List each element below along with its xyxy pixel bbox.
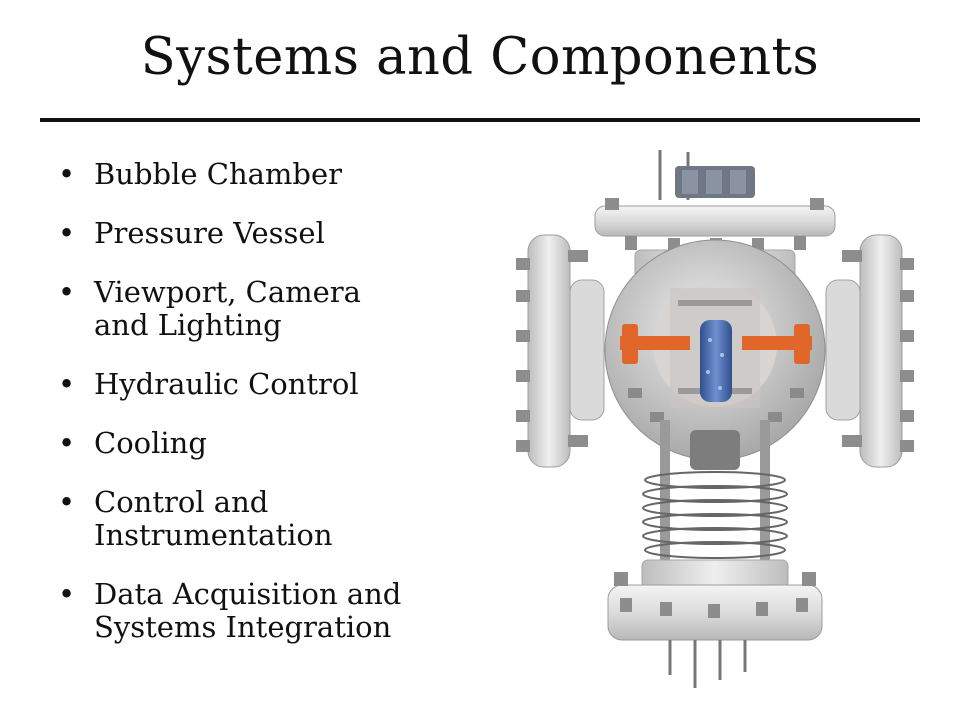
title-divider: [40, 118, 920, 122]
bubble-chamber-jar: [700, 320, 732, 402]
bullet-text: Viewport, Camera: [94, 275, 361, 309]
bullet-item: • Control and Instrumentation: [58, 486, 478, 552]
bullet-item: • Hydraulic Control: [58, 368, 478, 401]
slide-title: Systems and Components: [140, 28, 820, 87]
bullet-icon: •: [58, 367, 76, 401]
bullet-item: • Viewport, Camera and Lighting: [58, 276, 478, 342]
bullet-text-continued: and Lighting: [94, 308, 282, 342]
bullet-icon: •: [58, 157, 76, 191]
bullet-item: • Bubble Chamber: [58, 158, 478, 191]
bullet-item: • Cooling: [58, 427, 478, 460]
bullet-text: Cooling: [94, 426, 207, 460]
bullet-icon: •: [58, 577, 76, 611]
pressure-vessel-illustration: [516, 150, 914, 688]
bullet-text: Bubble Chamber: [94, 157, 343, 191]
bottom-feedthroughs: [668, 640, 747, 688]
bullet-text: Control and: [94, 485, 269, 519]
bottom-flange: [607, 559, 823, 641]
bullet-text: Hydraulic Control: [94, 367, 359, 401]
bullet-list: • Bubble Chamber • Pressure Vessel • Vie…: [58, 158, 478, 670]
left-viewport-flange: [516, 234, 605, 468]
sphere-bolts: [628, 388, 804, 422]
bullet-text: Data Acquisition and: [94, 577, 402, 611]
camera-lighting-arms: [620, 324, 812, 364]
right-viewport-flange: [825, 234, 914, 468]
bullet-item: • Data Acquisition and Systems Integrati…: [58, 578, 478, 644]
bullet-icon: •: [58, 275, 76, 309]
top-fitting: [675, 166, 755, 198]
bullet-icon: •: [58, 485, 76, 519]
bullet-item: • Pressure Vessel: [58, 217, 478, 250]
bullet-text-continued: Systems Integration: [94, 610, 392, 644]
bullet-text-continued: Instrumentation: [94, 518, 333, 552]
bullet-icon: •: [58, 216, 76, 250]
cooling-coils: [642, 420, 788, 560]
bullet-text: Pressure Vessel: [94, 216, 325, 250]
bullet-icon: •: [58, 426, 76, 460]
